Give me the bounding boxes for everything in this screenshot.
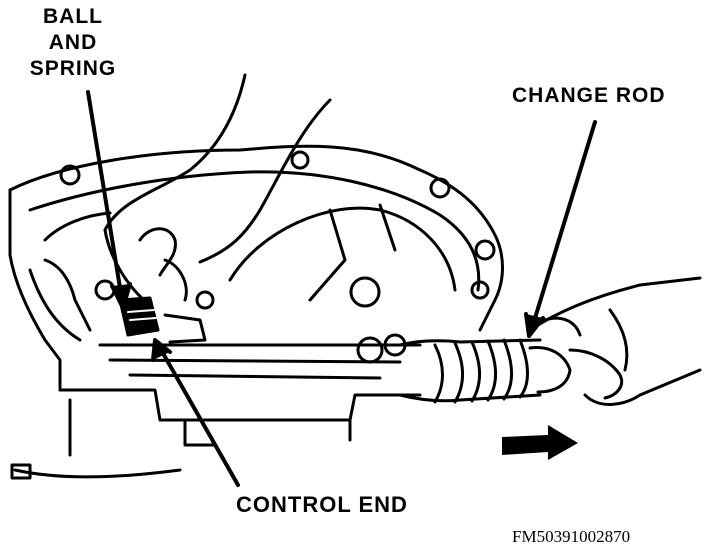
control-end-label: CONTROL END: [236, 492, 408, 517]
pull-direction-arrow: [502, 425, 578, 460]
leader-control-end: [158, 346, 240, 487]
figure-code: FM50391002870: [512, 527, 631, 546]
left-hand: [28, 73, 332, 342]
ball-and-spring-label: BALL AND SPRING: [18, 4, 128, 82]
change-rod-label: CHANGE ROD: [512, 84, 666, 107]
change-rod-assembly: [398, 276, 702, 406]
leader-ball-and-spring: [86, 90, 124, 302]
ball-and-spring-detail: [118, 296, 207, 344]
leader-ball-and-spring-head: [110, 282, 132, 310]
ball-and-spring-label-line-2: AND: [48, 31, 98, 54]
leader-change-rod: [530, 120, 597, 330]
leader-lines: [86, 90, 597, 487]
leader-control-end-head: [151, 338, 172, 362]
transaxle-case: [8, 144, 504, 480]
ball-and-spring-label-line-3: SPRING: [29, 57, 117, 80]
ball-and-spring-label-line-1: BALL: [43, 5, 103, 28]
leader-change-rod-head: [524, 312, 545, 338]
